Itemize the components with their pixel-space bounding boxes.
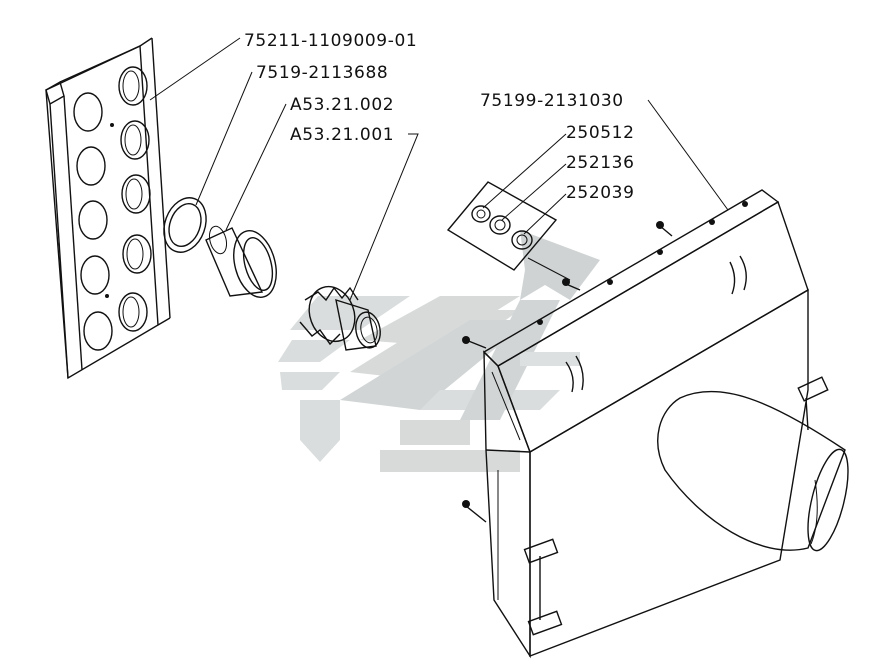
conical-adapter (205, 225, 277, 298)
label-ring: 7519-2113688 (256, 63, 388, 83)
label-washer-1: 250512 (566, 123, 635, 143)
washers-group (446, 181, 558, 271)
label-washer-2: 252136 (566, 153, 635, 173)
watermark-logo (278, 230, 600, 472)
label-cone: A53.21.002 (290, 95, 394, 115)
part-labels: 75211-1109009-01 7519-2113688 A53.21.002… (244, 31, 635, 203)
sealing-ring (163, 197, 207, 253)
label-pipe: A53.21.001 (290, 125, 394, 145)
label-washer-3: 252039 (566, 183, 635, 203)
label-housing: 75199-2131030 (480, 91, 624, 111)
main-housing (462, 189, 849, 659)
leader-lines (149, 37, 729, 301)
label-panel: 75211-1109009-01 (244, 31, 417, 51)
perforated-panel (45, 37, 171, 380)
flanged-pipe (299, 285, 381, 351)
